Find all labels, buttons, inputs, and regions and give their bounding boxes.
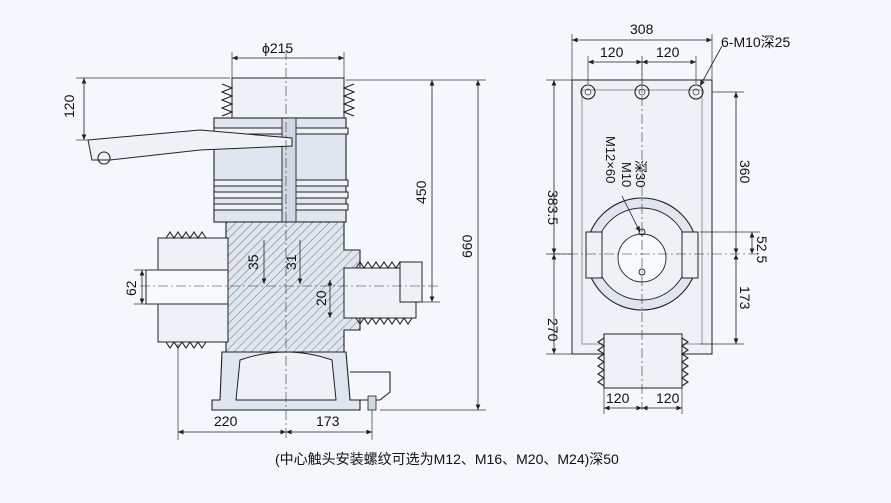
dim-120: 120 [61, 94, 77, 118]
dim-220: 220 [214, 413, 238, 429]
thread-note-1: M10 [619, 162, 634, 187]
bracket-arm [87, 129, 293, 161]
dim-270: 270 [545, 318, 561, 342]
lower-thread-left [597, 337, 605, 387]
hole-note: 6-M10深25 [721, 34, 790, 50]
base-bolt [367, 395, 377, 411]
dim-top-120-a: 120 [600, 44, 624, 60]
front-view: 308 120 120 6-M10深25 383.5 270 360 52.5 … [545, 21, 790, 414]
bracket-hole [97, 151, 111, 165]
dim-20: 20 [313, 290, 329, 306]
lower-bushing [603, 333, 683, 389]
dim-bottom-120-a: 120 [606, 390, 630, 406]
center-conductor [281, 117, 297, 229]
dim-bottom-120-b: 120 [656, 390, 680, 406]
dim-diameter: ϕ215 [262, 40, 293, 56]
right-bushing-thread-bottom [355, 317, 413, 325]
dim-360: 360 [737, 160, 753, 184]
dim-173-left: 173 [316, 413, 340, 429]
left-bushing-bore [145, 269, 229, 305]
dim-173-right: 173 [737, 286, 753, 310]
top-thread-right [342, 83, 356, 117]
left-bushing-thread-bottom [165, 341, 207, 349]
dim-52-5: 52.5 [754, 236, 770, 263]
dim-top-120-b: 120 [656, 44, 680, 60]
flange-side-right [681, 231, 699, 279]
top-thread-left [220, 83, 234, 117]
lower-thread-right [681, 337, 689, 387]
dim-383-5: 383.5 [545, 190, 561, 225]
dim-35: 35 [245, 254, 261, 270]
dim-62: 62 [123, 280, 139, 296]
dim-31: 31 [283, 254, 299, 270]
middle-housing [209, 221, 361, 353]
dim-308: 308 [630, 21, 654, 37]
top-neck [231, 77, 345, 119]
left-bushing-thread-top [165, 231, 207, 239]
hole-leader [699, 45, 723, 87]
right-bushing-end [399, 261, 423, 303]
thread-leader [621, 195, 641, 233]
drawing-caption: (中心触头安装螺纹可选为M12、M16、M20、M24)深50 [275, 451, 619, 467]
thread-note-2: 深30 [633, 160, 648, 187]
dim-450: 450 [413, 180, 429, 204]
side-view: ϕ215 120 450 660 35 31 62 20 22 [61, 40, 486, 440]
thread-note-3: M12×60 [603, 136, 618, 183]
dim-660: 660 [459, 234, 475, 258]
flange-side-left [585, 231, 603, 279]
